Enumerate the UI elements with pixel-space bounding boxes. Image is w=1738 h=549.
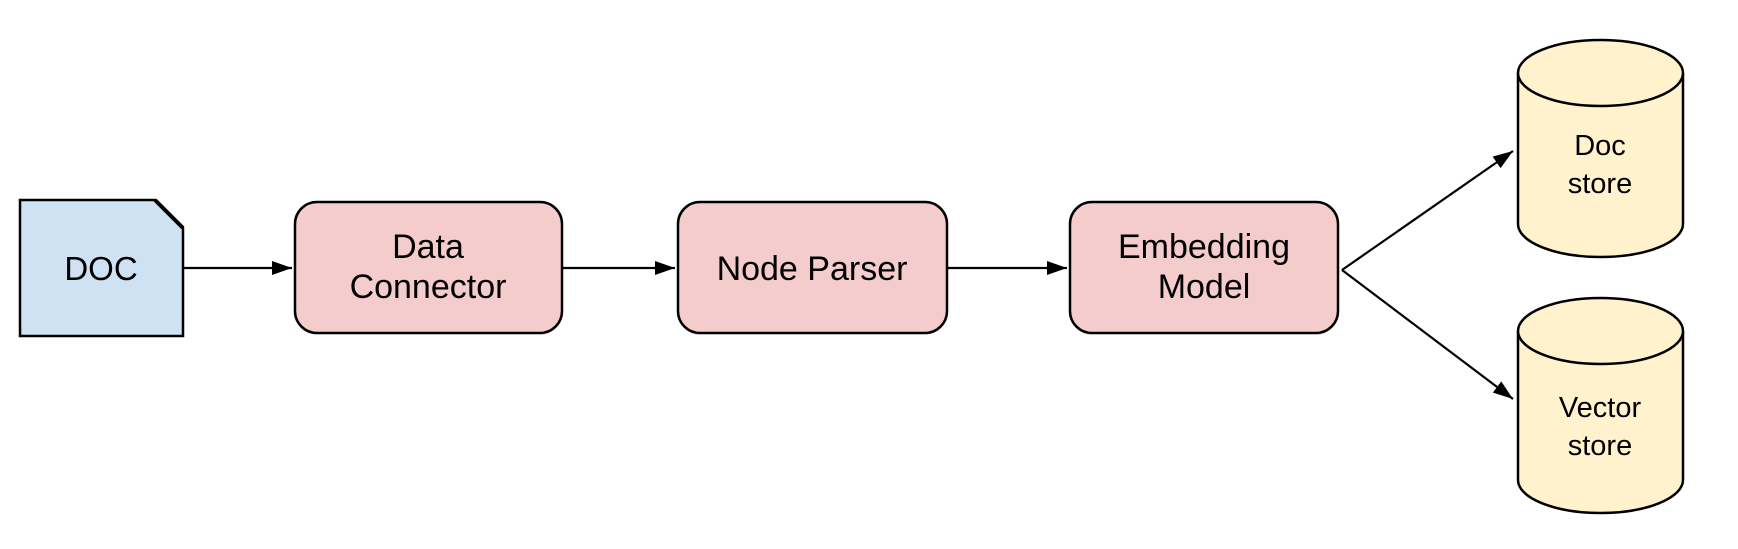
embedding-model-label-line2: Model [1158, 268, 1251, 306]
vector-store-label-line2: store [1568, 430, 1632, 462]
edges [184, 150, 1514, 400]
node-parser-shape [676, 200, 949, 335]
embedding-model-node: Embedding Model [1068, 200, 1340, 335]
doc-label: DOC [64, 250, 137, 287]
doc-store-label-line2: store [1568, 168, 1632, 200]
vector-store-node: Vector store [1516, 296, 1685, 515]
arrow-embedding-model-to-doc-store [1341, 150, 1514, 271]
vector-store-cylinder-body [1516, 331, 1685, 515]
embedding-model-label-line1: Embedding [1118, 228, 1290, 266]
doc-store-cylinder-top [1516, 38, 1685, 108]
vector-store-cylinder-top [1516, 296, 1685, 366]
doc-store-cylinder-body [1516, 73, 1685, 259]
node-parser-label: Node Parser [717, 250, 908, 288]
doc-store-label-line1: Doc [1574, 130, 1626, 162]
arrow-embedding-model-to-vector-store [1341, 269, 1514, 400]
doc-store-node: Doc store [1516, 38, 1685, 259]
data-connector-label-line2: Connector [350, 268, 507, 306]
embedding-model-shape [1068, 200, 1340, 335]
doc-node: DOC [18, 198, 185, 338]
document-fold-edge [153, 198, 185, 230]
document-shape [18, 198, 185, 338]
data-connector-node: Data Connector [293, 200, 564, 335]
data-connector-shape [293, 200, 564, 335]
vector-store-label-line1: Vector [1559, 392, 1642, 424]
data-connector-label-line1: Data [392, 228, 464, 266]
node-parser-node: Node Parser [676, 200, 949, 335]
